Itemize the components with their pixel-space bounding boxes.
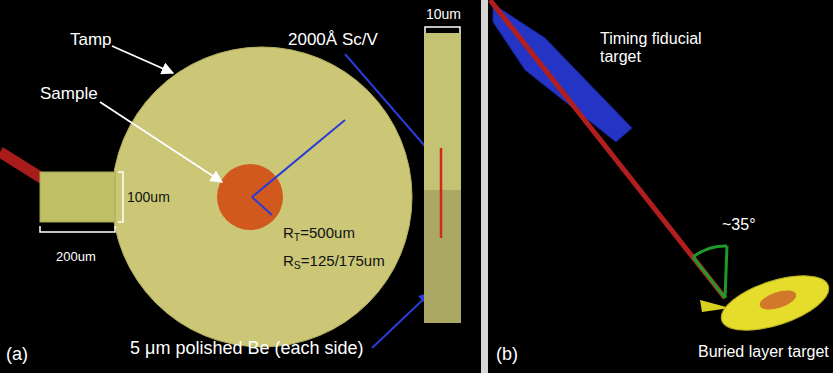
dimension: 100um <box>127 189 170 205</box>
leader-arrow <box>345 54 437 160</box>
dimension-bracket <box>118 172 123 222</box>
angle-arc <box>693 246 727 257</box>
angle-label: ~35° <box>722 216 756 234</box>
angle-leg <box>693 257 725 298</box>
buried-layer <box>440 148 443 238</box>
part-name: Tamp <box>70 30 112 50</box>
dimension-bracket <box>40 226 115 232</box>
sample-spot <box>757 287 798 314</box>
leader-arrow <box>100 102 222 182</box>
side-view-upper <box>424 33 461 190</box>
part-name: Timing fiducial target <box>600 30 730 67</box>
angle-leg <box>725 246 727 298</box>
part-name: 5 μm polished Be (each side) <box>130 338 364 359</box>
panel-label: (b) <box>496 344 518 365</box>
leader-arrow <box>112 46 173 73</box>
dimension: RT=500um <box>283 224 355 241</box>
part-name: Sample <box>40 84 98 104</box>
tamp-disc <box>112 47 412 347</box>
dimension: 200um <box>56 250 96 265</box>
dimension-bracket <box>425 27 460 33</box>
panel-label: (a) <box>6 344 28 365</box>
part-name: 2000Å Sc/V <box>288 30 378 50</box>
fiducial-slab <box>493 4 632 142</box>
dimension: 10um <box>426 6 461 22</box>
part-name: Buried layer target <box>698 343 829 361</box>
backlighter-foil <box>40 172 115 222</box>
leader-arrow <box>372 293 430 348</box>
buried-layer-disc <box>715 265 833 341</box>
side-view-lower <box>424 190 461 323</box>
sample-disc <box>217 164 283 230</box>
radius-line <box>252 120 345 197</box>
radius-line <box>252 197 272 215</box>
panel-divider <box>481 0 488 373</box>
dimension: RS=125/175um <box>283 252 385 269</box>
